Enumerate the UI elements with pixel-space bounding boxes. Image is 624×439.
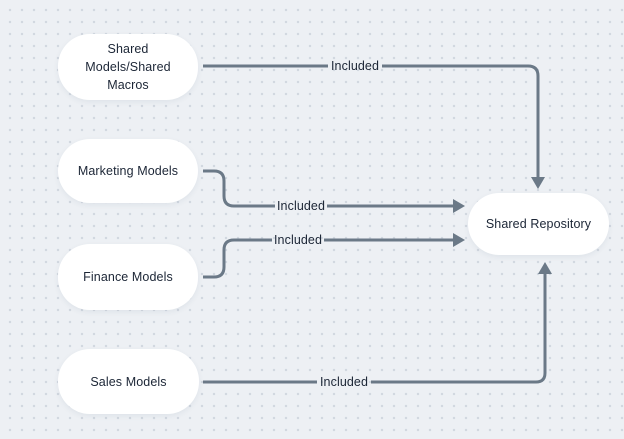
node-shared-repository: Shared Repository <box>468 193 609 255</box>
node-finance-models: Finance Models <box>58 244 198 310</box>
edge-sales-models-segment-2 <box>371 274 547 384</box>
edge-label-marketing-models: Included <box>276 199 326 213</box>
node-marketing-models: Marketing Models <box>58 139 198 203</box>
node-shared-models: Shared Models/Shared Macros <box>58 34 198 100</box>
edge-label-finance-models: Included <box>273 233 323 247</box>
edge-label-sales-models: Included <box>319 375 369 389</box>
node-sales-models: Sales Models <box>58 349 199 414</box>
edge-marketing-models-arrowhead-icon <box>453 199 465 213</box>
edge-sales-models-arrowhead-icon <box>538 262 552 274</box>
node-label-line: Models/Shared <box>85 60 171 74</box>
node-label-line: Shared <box>107 42 149 56</box>
node-label: Marketing Models <box>77 164 179 178</box>
node-label-line: Macros <box>107 78 149 92</box>
node-label: Shared Repository <box>485 217 592 231</box>
edge-shared-models-segment-2 <box>382 64 540 177</box>
edge-finance-models-segment-1 <box>203 238 272 279</box>
edge-finance-models-arrowhead-icon <box>453 233 465 247</box>
edge-label-shared-models: Included <box>330 59 380 73</box>
edge-shared-models-arrowhead-icon <box>531 177 545 189</box>
node-label: Finance Models <box>83 270 173 284</box>
node-label: Sales Models <box>90 374 167 389</box>
edge-marketing-models-segment-1 <box>203 169 275 208</box>
